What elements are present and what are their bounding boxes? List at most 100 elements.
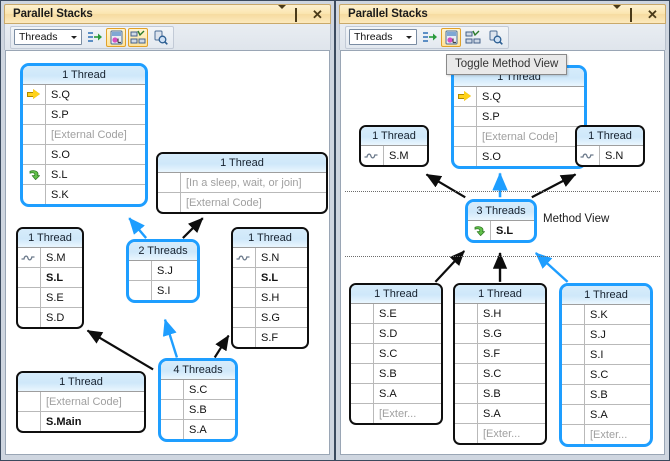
window-menu-icon[interactable]: [278, 4, 289, 21]
stack-frame-row[interactable]: S.J: [562, 325, 650, 345]
stack-frame-row[interactable]: S.C: [351, 344, 441, 364]
stack-frame-row[interactable]: S.I: [562, 345, 650, 365]
stack-frame-icon-cell: [351, 324, 374, 343]
stack-frame-icon-cell: [233, 248, 256, 267]
toggle-method-view-icon[interactable]: [441, 27, 461, 47]
stack-frame-icon-cell: [23, 105, 46, 124]
stack-frame-label: S.E: [46, 291, 64, 304]
stack-frame-row[interactable]: [External Code]: [23, 125, 145, 145]
stack-frame-row[interactable]: S.B: [161, 400, 235, 420]
method-view-divider-top: [345, 191, 660, 192]
stack-frame-row[interactable]: [Exter...: [351, 404, 441, 423]
stack-box-l-main[interactable]: 1 Thread[External Code]S.Main: [16, 371, 146, 433]
stack-frame-row[interactable]: [Exter...: [562, 425, 650, 444]
view-mode-select[interactable]: Threads: [349, 29, 417, 45]
stack-frame-row[interactable]: S.Q: [23, 85, 145, 105]
stack-frame-row[interactable]: S.A: [161, 420, 235, 439]
stack-frame-row[interactable]: [External Code]: [454, 127, 584, 147]
stack-frame-row[interactable]: S.L: [18, 268, 82, 288]
toggle-method-view-icon[interactable]: [106, 27, 126, 47]
stack-frame-row[interactable]: S.E: [18, 288, 82, 308]
stack-frame-row[interactable]: S.I: [129, 281, 197, 300]
maximize-icon[interactable]: [630, 7, 641, 22]
stack-box-l-sleep[interactable]: 1 Thread[In a sleep, wait, or join][Exte…: [156, 152, 328, 214]
stack-frame-row[interactable]: [External Code]: [18, 392, 144, 412]
stack-frame-row[interactable]: S.Main: [18, 412, 144, 431]
show-threads-in-source-icon[interactable]: [84, 28, 104, 47]
stack-frame-row[interactable]: S.A: [455, 404, 545, 424]
stack-frame-row[interactable]: S.H: [233, 288, 307, 308]
stack-frame-row[interactable]: S.M: [361, 146, 427, 165]
stack-frame-row[interactable]: S.B: [455, 384, 545, 404]
stack-frame-icon-cell: [577, 146, 600, 165]
stack-frame-row[interactable]: S.D: [18, 308, 82, 327]
window-controls: ✕: [278, 4, 326, 22]
stack-frame-row[interactable]: [Exter...: [455, 424, 545, 443]
stack-frame-row[interactable]: S.B: [351, 364, 441, 384]
stack-frame-row[interactable]: S.B: [562, 385, 650, 405]
title-bar: Parallel Stacks ✕: [4, 4, 331, 24]
stack-frame-row[interactable]: S.K: [23, 185, 145, 204]
stack-frame-row[interactable]: S.P: [454, 107, 584, 127]
window-menu-icon[interactable]: [613, 4, 624, 21]
stack-frame-row[interactable]: S.M: [18, 248, 82, 268]
stack-frame-icon-cell: [23, 85, 46, 104]
zoom-icon[interactable]: [150, 28, 170, 47]
stack-frame-label: S.M: [389, 149, 409, 162]
stack-frame-row[interactable]: S.C: [562, 365, 650, 385]
view-mode-select[interactable]: Threads: [14, 29, 82, 45]
stack-frame-row[interactable]: S.G: [455, 324, 545, 344]
stack-frame-row[interactable]: S.N: [577, 146, 643, 165]
stack-frame-row[interactable]: S.D: [351, 324, 441, 344]
stack-frame-row[interactable]: S.E: [351, 304, 441, 324]
stack-frame-icon-cell: [562, 425, 585, 444]
view-mode-value: Threads: [19, 31, 58, 43]
stack-frame-row[interactable]: S.Q: [454, 87, 584, 107]
stack-frame-row[interactable]: S.L: [23, 165, 145, 185]
auto-scroll-icon[interactable]: [128, 27, 148, 47]
stack-frame-row[interactable]: S.O: [23, 145, 145, 165]
stack-frame-row[interactable]: S.G: [233, 308, 307, 328]
stack-frame-row[interactable]: S.F: [455, 344, 545, 364]
stack-frame-icon-cell: [562, 345, 585, 364]
stack-frame-row[interactable]: S.P: [23, 105, 145, 125]
stack-frame-row[interactable]: [In a sleep, wait, or join]: [158, 173, 326, 193]
stack-box-header: 3 Threads: [468, 202, 534, 221]
zoom-icon[interactable]: [485, 28, 505, 47]
stack-frame-row[interactable]: S.J: [129, 261, 197, 281]
stack-frame-row[interactable]: S.H: [455, 304, 545, 324]
stack-frame-row[interactable]: S.K: [562, 305, 650, 325]
stack-frame-row[interactable]: S.L: [233, 268, 307, 288]
maximize-icon[interactable]: [295, 7, 306, 22]
stack-frame-row[interactable]: S.N: [233, 248, 307, 268]
stack-frame-icon-cell: [351, 404, 374, 423]
stack-frame-row[interactable]: S.C: [455, 364, 545, 384]
stack-frame-row[interactable]: S.A: [351, 384, 441, 404]
stack-frame-row[interactable]: S.O: [454, 147, 584, 166]
stack-frame-row[interactable]: [External Code]: [158, 193, 326, 212]
auto-scroll-icon[interactable]: [463, 28, 483, 47]
stack-frame-row[interactable]: S.F: [233, 328, 307, 347]
stack-frame-label: S.O: [51, 148, 70, 161]
close-icon[interactable]: ✕: [647, 6, 658, 22]
show-threads-in-source-icon[interactable]: [419, 28, 439, 47]
close-icon[interactable]: ✕: [312, 6, 323, 22]
stack-frame-row[interactable]: S.A: [562, 405, 650, 425]
stack-frame-icon-cell: [455, 304, 478, 323]
stack-frame-row[interactable]: S.L: [468, 221, 534, 240]
stack-frame-row[interactable]: S.C: [161, 380, 235, 400]
